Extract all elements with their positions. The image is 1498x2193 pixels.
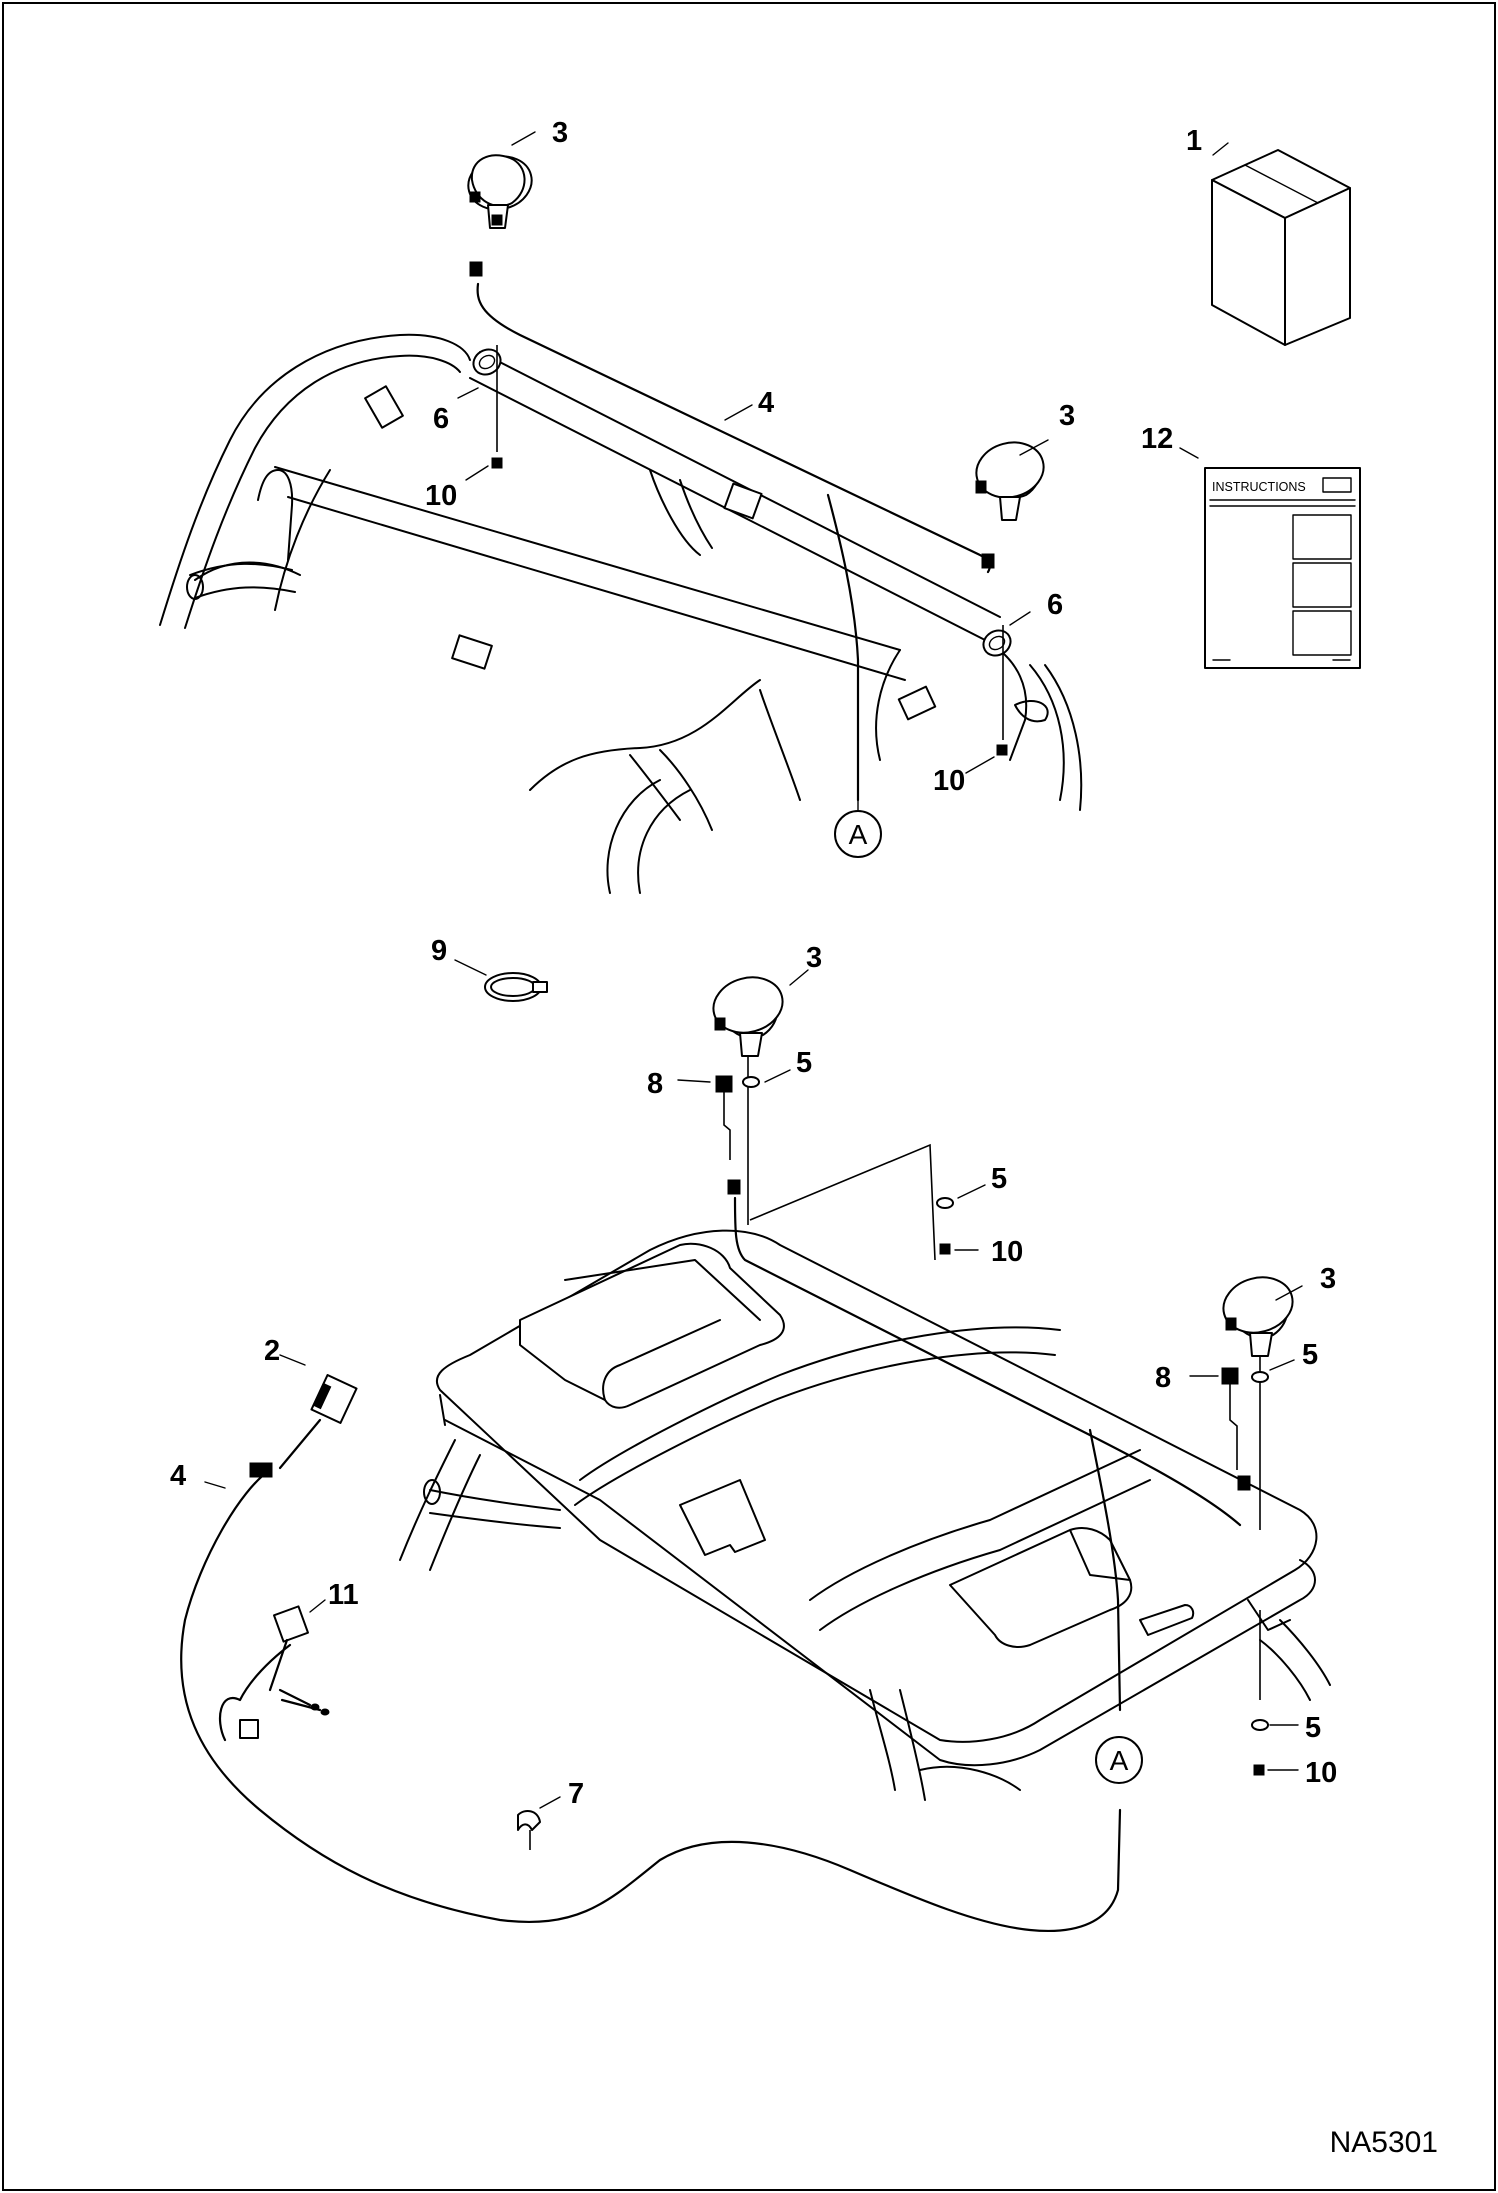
washer-5c — [1251, 1371, 1269, 1383]
callout-6: 6 — [433, 403, 449, 435]
callout-5: 5 — [1302, 1339, 1318, 1371]
callout-11: 11 — [328, 1579, 359, 1611]
callout-7: 7 — [568, 1778, 584, 1810]
leader-lines — [204, 131, 1303, 1809]
callout-3: 3 — [1320, 1263, 1336, 1295]
cable-tie — [484, 972, 548, 1002]
light-3b — [975, 441, 1045, 569]
nut-8b — [1221, 1367, 1239, 1470]
callout-10: 10 — [425, 480, 457, 512]
nut-10b — [1253, 1764, 1265, 1776]
callout-6: 6 — [1047, 589, 1063, 621]
roof-panel — [399, 1229, 1331, 1801]
washer-5b — [936, 1197, 954, 1209]
kit-box — [1211, 149, 1351, 346]
nut-8a — [715, 1075, 733, 1160]
callout-4: 4 — [758, 387, 774, 419]
light-3a — [467, 154, 533, 277]
harness-wire-loop — [180, 1468, 1122, 1932]
callout-10: 10 — [1305, 1757, 1337, 1789]
callout-12: 12 — [1141, 423, 1173, 455]
harness-wire-panel — [733, 1196, 1242, 1527]
instructions-title: INSTRUCTIONS — [1212, 480, 1306, 494]
clip-7 — [517, 1809, 541, 1850]
callout-3: 3 — [1059, 400, 1075, 432]
callouts: 3 1 4 3 12 6 10 6 10 9 3 8 5 5 10 3 8 5 … — [170, 117, 1337, 1810]
reference-a-bottom: A — [1095, 1736, 1143, 1784]
callout-1: 1 — [1186, 125, 1202, 157]
callout-10: 10 — [933, 765, 965, 797]
reference-a-top: A — [834, 810, 882, 858]
callout-2: 2 — [264, 1335, 280, 1367]
callout-8: 8 — [647, 1068, 663, 1100]
connector-2 — [249, 1374, 358, 1478]
callout-4: 4 — [170, 1460, 186, 1492]
relay-11 — [239, 1605, 330, 1739]
harness-branch-relay — [218, 1643, 292, 1742]
clamp-6b — [982, 625, 1012, 756]
callout-5: 5 — [1305, 1712, 1321, 1744]
callout-10: 10 — [991, 1236, 1023, 1268]
callout-3: 3 — [806, 942, 822, 974]
callout-5: 5 — [991, 1163, 1007, 1195]
callout-8: 8 — [1155, 1362, 1171, 1394]
instruction-sheet: INSTRUCTIONS — [1204, 467, 1361, 669]
harness-wire-top — [476, 282, 991, 574]
reference-letter-a-bottom: A — [1110, 1745, 1129, 1776]
callout-3: 3 — [552, 117, 568, 149]
washer-5a — [742, 1076, 760, 1088]
harness-wire-drop-bottom — [1088, 1428, 1122, 1712]
harness-wire-drop-top — [826, 493, 860, 802]
clamp-6a — [472, 345, 503, 469]
callout-9: 9 — [431, 935, 447, 967]
washer-5d — [1251, 1719, 1269, 1731]
light-3d — [1222, 1276, 1294, 1530]
callout-5: 5 — [796, 1047, 812, 1079]
nut-10a — [939, 1243, 951, 1255]
drawing-code: NA5301 — [1330, 2126, 1438, 2159]
reference-letter-a-top: A — [849, 819, 868, 850]
light-3c — [712, 976, 784, 1225]
roll-cage-assembly — [159, 333, 1083, 894]
